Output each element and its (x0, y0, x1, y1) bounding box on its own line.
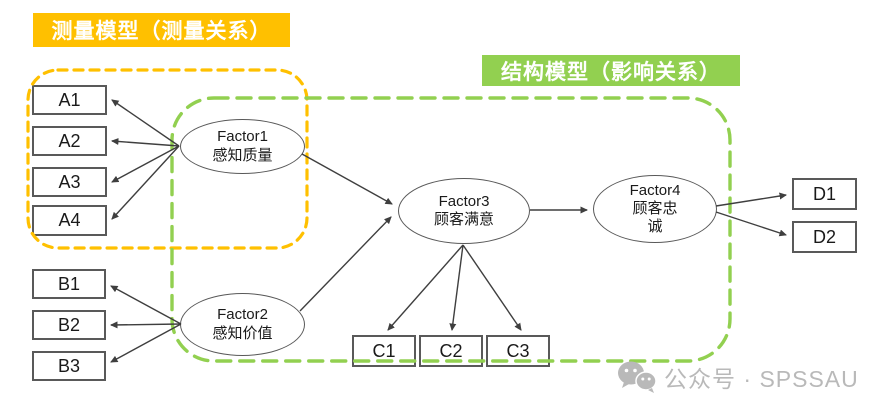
indicator-box-d2: D2 (792, 221, 857, 253)
indicator-box-b1: B1 (32, 269, 106, 299)
arrow-f2-b1 (110, 285, 182, 325)
indicator-label: A3 (58, 171, 81, 192)
arrow-f1-a4 (111, 145, 180, 220)
watermark: 公众号 · SPSSAU (616, 360, 859, 394)
watermark-text: 公众号 · SPSSAU (664, 366, 859, 392)
factor3-ellipse: Factor3 顾客满意 (398, 178, 530, 244)
indicator-label: D2 (812, 226, 836, 247)
arrow-f1-a2 (111, 137, 180, 147)
indicator-label: B2 (57, 314, 81, 335)
arrow-f2-b3 (110, 323, 182, 363)
factor4-label: 顾客忠诚 (632, 199, 678, 236)
arrow-f4-d2 (715, 211, 787, 237)
indicator-label: A4 (58, 210, 81, 230)
factor1-name: Factor1 (217, 128, 268, 146)
factor1-ellipse: Factor1 感知质量 (180, 119, 305, 174)
arrow-f1-a3 (111, 145, 180, 183)
wechat-icon (616, 360, 658, 394)
indicator-box-b3: B3 (32, 351, 106, 381)
arrow-f1-a1 (111, 99, 180, 147)
arrow-f2-f3 (299, 216, 392, 312)
arrow-f1-f3 (301, 153, 393, 205)
factor2-name: Factor2 (217, 306, 268, 324)
factor3-label: 顾客满意 (433, 211, 494, 228)
arrow-f3-c1 (387, 244, 464, 331)
factor2-label: 感知价值 (212, 324, 273, 342)
indicator-box-b2: B2 (32, 310, 106, 340)
factor4-name: Factor4 (629, 181, 681, 199)
arrow-f4-d1 (715, 192, 787, 207)
indicator-label: A2 (58, 130, 81, 151)
indicator-label: A1 (58, 89, 81, 110)
indicator-box-c3: C3 (486, 335, 550, 367)
indicator-box-d1: D1 (792, 178, 857, 210)
indicator-box-a3: A3 (32, 167, 107, 197)
indicator-box-a1: A1 (32, 85, 107, 115)
indicator-box-a2: A2 (32, 126, 107, 156)
indicator-box-c1: C1 (352, 335, 416, 367)
structural-model-title: 结构模型（影响关系） (482, 55, 740, 86)
arrow-f3-c3 (462, 244, 522, 331)
indicator-box-a4: A4 (32, 205, 107, 236)
factor4-ellipse: Factor4 顾客忠诚 (593, 175, 717, 243)
indicator-label: C1 (372, 340, 396, 361)
indicator-label: B3 (57, 355, 81, 376)
arrow-f2-b2 (110, 321, 182, 329)
factor1-label: 感知质量 (212, 146, 273, 164)
indicator-box-c2: C2 (419, 335, 483, 367)
indicator-label: C3 (506, 340, 530, 361)
measurement-model-title: 测量模型（测量关系） (33, 13, 290, 47)
factor2-ellipse: Factor2 感知价值 (180, 293, 305, 356)
arrow-f3-c2 (449, 244, 464, 331)
indicator-label: D1 (812, 183, 836, 204)
factor3-name: Factor3 (438, 192, 490, 210)
indicator-label: C2 (439, 340, 463, 361)
indicator-label: B1 (57, 273, 81, 294)
